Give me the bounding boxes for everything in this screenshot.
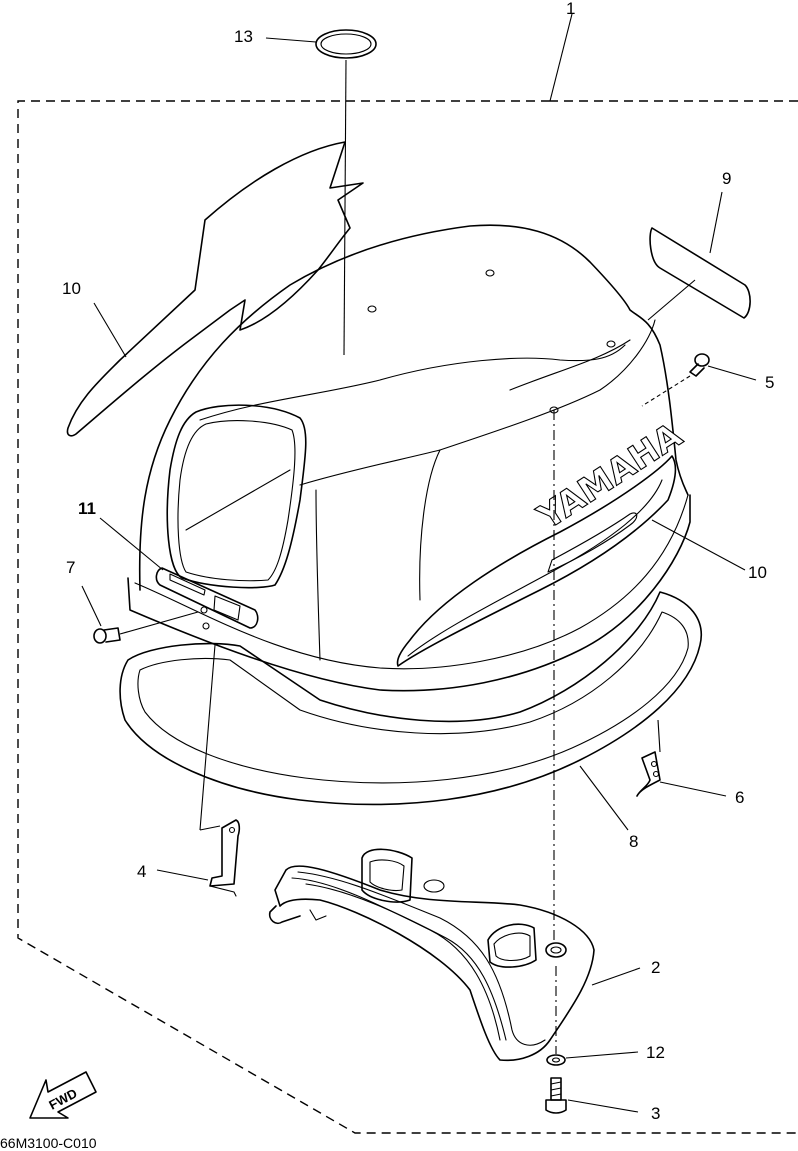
callout-10-left: 10 bbox=[62, 279, 81, 298]
grommet-ring-part bbox=[265, 29, 377, 356]
top-cowling bbox=[127, 224, 691, 692]
callout-10-right: 10 bbox=[748, 563, 767, 582]
drawing-code: 66M3100-C010 bbox=[0, 1135, 97, 1151]
callout-3: 3 bbox=[651, 1104, 660, 1123]
label-plate-part bbox=[647, 191, 751, 321]
callout-8: 8 bbox=[629, 832, 638, 851]
bolt-part bbox=[545, 1077, 639, 1114]
callout-labels: 1 2 3 4 5 6 7 8 9 10 10 11 12 13 bbox=[62, 0, 774, 1123]
washer-part bbox=[546, 966, 639, 1066]
lower-tray-part bbox=[268, 848, 641, 1062]
callout-7: 7 bbox=[66, 558, 75, 577]
screw-part-5 bbox=[641, 353, 757, 407]
callout-5: 5 bbox=[765, 373, 774, 392]
callout-6: 6 bbox=[735, 788, 744, 807]
fwd-arrow-icon: FWD bbox=[29, 1071, 97, 1119]
bracket-part-4 bbox=[156, 644, 241, 897]
callout-2: 2 bbox=[651, 958, 660, 977]
callout-4: 4 bbox=[137, 862, 146, 881]
callout-1: 1 bbox=[566, 0, 575, 18]
bracket-part-6 bbox=[636, 719, 727, 797]
emblem-part bbox=[99, 517, 259, 629]
stripe-decal-left bbox=[66, 141, 364, 437]
screw-part-7 bbox=[81, 585, 199, 644]
callout-12: 12 bbox=[646, 1043, 665, 1062]
callout-13: 13 bbox=[234, 27, 253, 46]
brand-decal-right: YAMAHA bbox=[396, 415, 746, 667]
assembly-boundary bbox=[17, 13, 798, 1134]
callout-9: 9 bbox=[722, 169, 731, 188]
callout-11: 11 bbox=[78, 499, 96, 518]
